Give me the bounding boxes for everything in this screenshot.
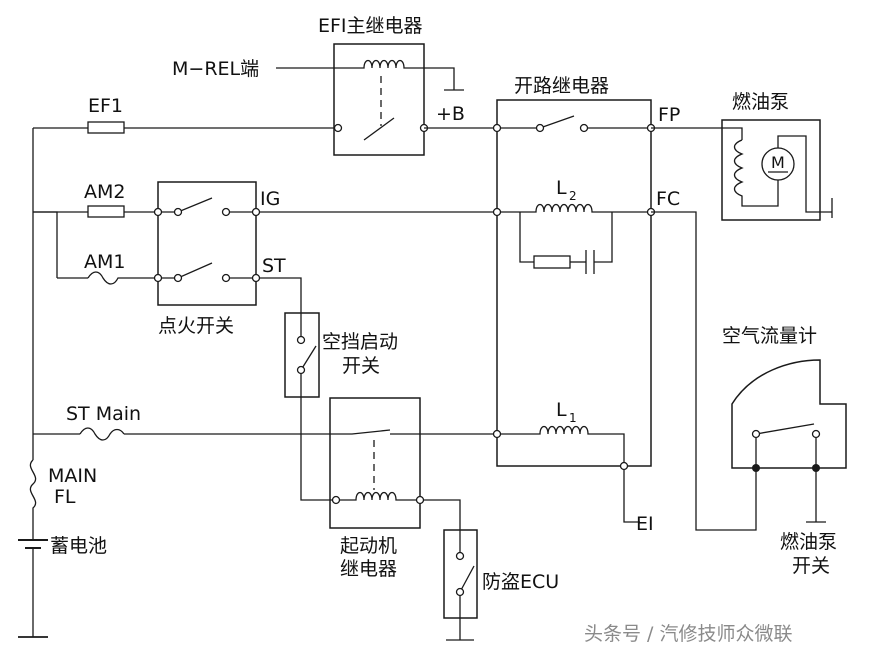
ef1-line	[33, 121, 338, 134]
afm-terminal-a	[752, 464, 760, 472]
main-fl-label-2: FL	[54, 486, 76, 508]
fc-label: FC	[656, 188, 680, 210]
main-fl-label-1: MAIN	[48, 465, 97, 487]
fuel-pump-switch-label-1: 燃油泵	[780, 531, 837, 553]
starter-relay-label-2: 继电器	[340, 558, 397, 580]
ef1-label: EF1	[88, 95, 123, 117]
st-switch-contact-a	[173, 273, 183, 283]
ig-terminal	[251, 207, 261, 217]
anti-theft-ecu-label: 防盗ECU	[482, 571, 559, 593]
efi-main-relay-label: EFI主继电器	[318, 15, 423, 37]
fp-label: FP	[658, 104, 680, 126]
am1-terminal	[153, 273, 163, 283]
motor-label: M	[771, 153, 785, 172]
battery-symbol	[18, 539, 48, 638]
starter-relay-label-1: 起动机	[340, 535, 397, 557]
st-main-label: ST Main	[66, 403, 141, 425]
afm-contact-a	[751, 429, 761, 439]
st-main-line	[33, 427, 346, 441]
neutral-switch-contact-top	[296, 335, 306, 345]
air-flow-meter-housing	[731, 359, 847, 469]
ig-label: IG	[260, 188, 280, 210]
neutral-start-switch-box	[284, 312, 320, 398]
starter-relay-box	[329, 397, 421, 529]
starter-relay-coil-out	[415, 495, 425, 505]
circuit-relay-contact-b	[579, 123, 589, 133]
circuit-relay-b-terminal	[492, 123, 502, 133]
efi-relay-terminal-in	[333, 123, 343, 133]
fuel-pump-wiring	[651, 127, 833, 218]
air-flow-meter-label: 空气流量计	[722, 325, 817, 347]
neutral-switch-contact-bottom	[296, 365, 306, 375]
l2-subscript: 2	[569, 189, 577, 203]
fuel-pump-switch-label-2: 开关	[792, 555, 830, 577]
st-terminal	[251, 273, 261, 283]
ig-switch-contact-a	[173, 207, 183, 217]
l2-label: L	[556, 177, 567, 199]
ignition-switch-box	[157, 181, 257, 306]
plus-b-label: +B	[436, 103, 465, 125]
ei-terminal	[619, 461, 629, 471]
st-label: ST	[262, 255, 286, 277]
fc-to-afm-wire	[651, 211, 757, 531]
left-bus-wire	[32, 128, 58, 460]
fuel-pump-motor-icon	[761, 147, 795, 181]
main-fl-fuse	[29, 459, 37, 540]
watermark: 头条号 / 汽修技师众微联	[584, 623, 792, 645]
ignition-switch-label: 点火开关	[158, 315, 234, 337]
starter-relay-coil-in	[331, 495, 341, 505]
circuit-relay-contact	[497, 115, 651, 129]
anti-theft-contact-bottom	[455, 587, 465, 597]
afm-ground	[806, 468, 826, 523]
neutral-start-switch	[300, 313, 336, 501]
l2-coil	[497, 203, 651, 274]
efi-main-relay-box	[333, 43, 425, 156]
efi-relay-coil	[276, 59, 464, 141]
circuit-relay-contact-a	[535, 123, 545, 133]
anti-theft-switch	[446, 530, 475, 641]
anti-theft-contact-top	[455, 551, 465, 561]
fuel-pump-label: 燃油泵	[732, 91, 789, 113]
m-rel-label: M−REL端	[172, 58, 259, 80]
ei-label: EI	[636, 513, 654, 535]
circuit-relay-label: 开路继电器	[514, 75, 609, 97]
neutral-switch-label-2: 开关	[342, 355, 380, 377]
am2-label: AM2	[84, 181, 125, 203]
ig-switch-contact-b	[221, 207, 231, 217]
am1-label: AM1	[84, 251, 125, 273]
neutral-switch-label-1: 空挡启动	[322, 331, 398, 353]
st-relay-terminal	[492, 429, 502, 439]
afm-contact-b	[811, 429, 821, 439]
battery-label: 蓄电池	[50, 535, 107, 557]
starter-relay-internals	[336, 429, 497, 530]
ig-relay-terminal	[492, 207, 502, 217]
am2-terminal	[153, 207, 163, 217]
l1-coil	[497, 425, 640, 523]
l1-subscript: 1	[569, 411, 577, 425]
circuit-opening-relay-box	[496, 99, 652, 467]
st-switch-contact-b	[221, 273, 231, 283]
l1-label: L	[556, 399, 567, 421]
fuel-pump-box	[721, 119, 821, 221]
